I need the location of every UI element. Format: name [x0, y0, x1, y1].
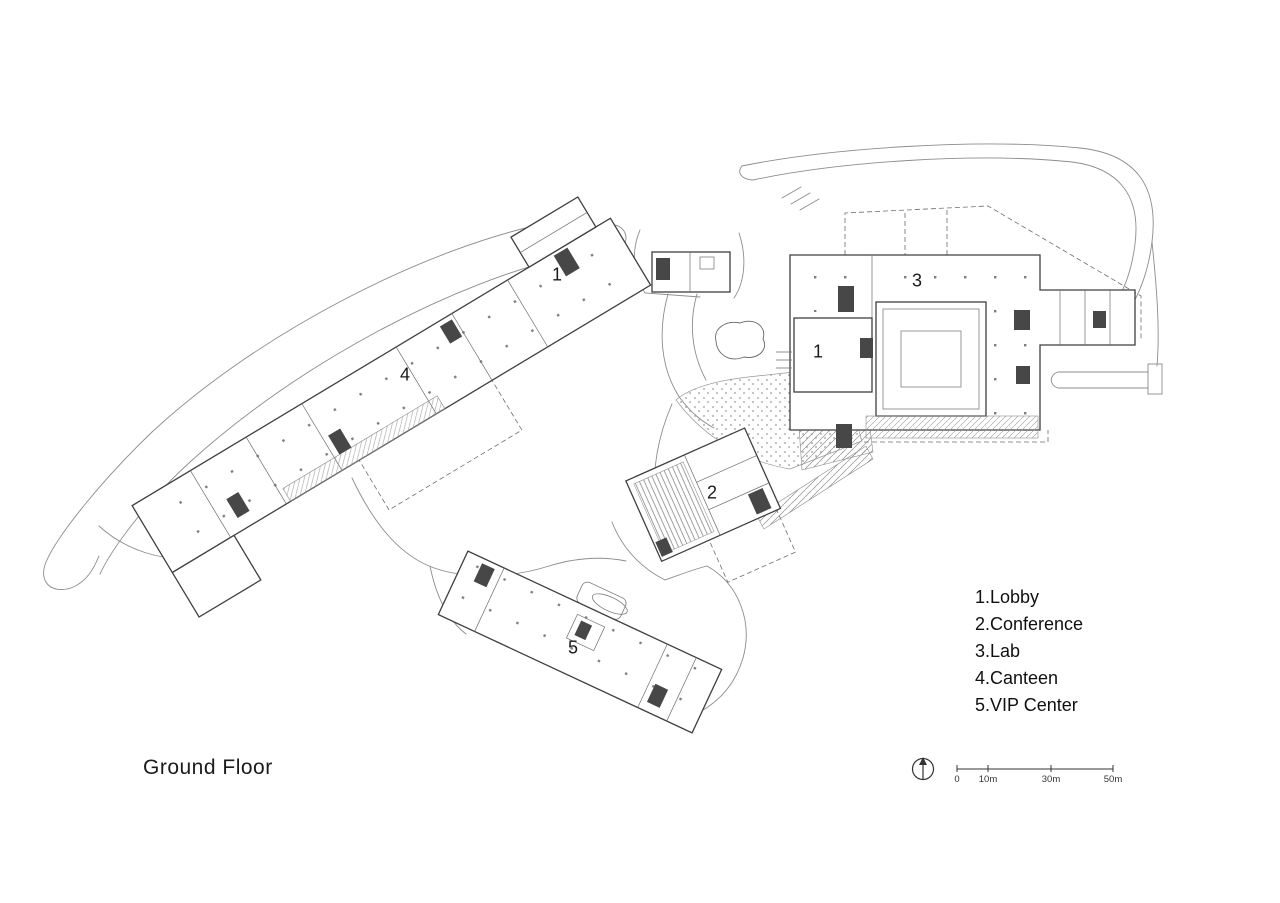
- building-lab-lobby: [776, 205, 1142, 448]
- plan-number-canteen: 4: [399, 364, 411, 385]
- lobby-room: [793, 317, 873, 393]
- plan-number-vip-center: 5: [567, 637, 579, 658]
- scale-tick-10m: 10m: [978, 774, 998, 785]
- legend-item-lobby: 1.Lobby: [975, 587, 1040, 607]
- scale-tick-0: 0: [954, 774, 960, 785]
- building-conference: [625, 427, 797, 583]
- scale-bar-graphic: [956, 765, 1114, 772]
- legend: 1.Lobby 2.Conference 3.Lab 4.Canteen 5.V…: [975, 584, 1083, 719]
- plan-number-conference: 2: [706, 482, 718, 503]
- pond: [715, 320, 765, 360]
- scale-tick-30m: 30m: [1041, 774, 1061, 785]
- legend-item-conference: 2.Conference: [975, 614, 1084, 634]
- plan-number-lab: 3: [911, 270, 923, 291]
- legend-item-lab: 3.Lab: [975, 641, 1021, 661]
- north-arrow: [911, 757, 935, 781]
- covered-walkway: [756, 445, 874, 530]
- site-roads: [43, 143, 1163, 713]
- building-vip-center: [437, 550, 723, 734]
- main-hall: [875, 301, 987, 417]
- building-canteen: [131, 196, 652, 618]
- legend-item-canteen: 4.Canteen: [975, 668, 1059, 688]
- building-annex: [651, 251, 731, 293]
- legend-item-vip-center: 5.VIP Center: [975, 695, 1078, 715]
- scale-tick-50m: 50m: [1103, 774, 1123, 785]
- drawing-title: Ground Floor: [143, 756, 273, 779]
- plan-number-lobby: 1: [812, 341, 824, 362]
- plan-number-canteen-wing: 1: [551, 264, 563, 285]
